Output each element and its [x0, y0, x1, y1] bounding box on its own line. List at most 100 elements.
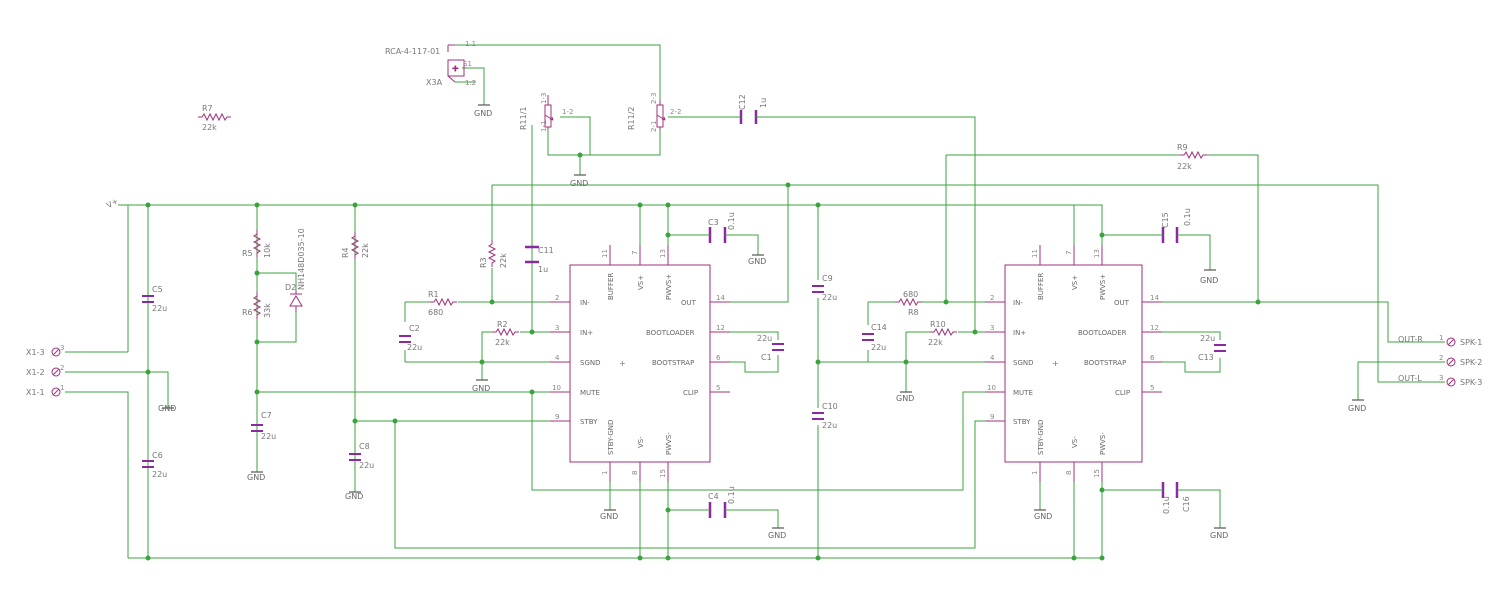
spk-1-label: SPK-1	[1460, 338, 1482, 347]
r3-name: R3	[479, 257, 488, 268]
pin-label: BUFFER	[1037, 273, 1045, 300]
jack-pin: 1.2	[465, 79, 476, 87]
pin-label: MUTE	[1013, 389, 1033, 397]
resistor-r9	[1180, 150, 1207, 160]
pin-label: VS+	[1071, 275, 1079, 290]
pin-label: BOOTLOADER	[646, 329, 695, 337]
diode-d2	[289, 290, 303, 312]
c8-value: 22u	[359, 461, 374, 470]
r2-name: R2	[497, 320, 508, 329]
pin-label: CLIP	[1115, 389, 1130, 397]
c9-value: 22u	[822, 293, 837, 302]
pin-number: 8	[631, 471, 639, 475]
rca-jack-icon	[447, 44, 465, 83]
pot-pin: 2-1	[650, 121, 658, 132]
c3-name: C3	[708, 218, 719, 227]
resistor-r6	[252, 292, 262, 319]
r8-value: 680	[903, 290, 918, 299]
pin-label: BOOTSTRAP	[652, 359, 694, 367]
pin-label: PWVS-	[1099, 432, 1107, 455]
c7-name: C7	[261, 411, 272, 420]
c5-name: C5	[152, 285, 163, 294]
spk-2-pad	[1446, 357, 1456, 367]
pin-label: MUTE	[580, 389, 600, 397]
gnd-label: GND	[1348, 404, 1366, 413]
pin-number: 3	[990, 324, 994, 332]
x1-pin: 3	[60, 344, 64, 352]
c12-value: 1u	[759, 98, 768, 108]
c4-value: 0.1u	[727, 486, 736, 504]
gnd-label: GND	[345, 492, 363, 501]
pin-label: PWVS-	[665, 432, 673, 455]
cap-c9	[812, 285, 824, 293]
svg-text:+: +	[619, 359, 626, 368]
cap-c16	[1161, 482, 1179, 498]
r4-value: 22k	[361, 243, 370, 258]
junctions	[145, 152, 1261, 561]
vplus-label: V+	[105, 196, 120, 210]
gnd-label: GND	[158, 404, 176, 413]
pin-label: STBY-GND	[1037, 420, 1045, 455]
r6-name: R6	[242, 308, 253, 317]
pin-number: 7	[1065, 251, 1073, 255]
r2-value: 22k	[495, 338, 510, 347]
cap-c15	[1161, 227, 1179, 243]
pin-label: BOOTLOADER	[1078, 329, 1127, 337]
pin-label: VS-	[1071, 436, 1079, 448]
spk-1-pad	[1446, 337, 1456, 347]
c14-name: C14	[871, 323, 887, 332]
gnd-label: GND	[600, 512, 618, 521]
pin-number: 6	[716, 354, 721, 362]
gnd-label: GND	[472, 384, 490, 393]
c5-value: 22u	[152, 304, 167, 313]
c8-name: C8	[359, 442, 370, 451]
r10-value: 22k	[928, 338, 943, 347]
pin-label: BOOTSTRAP	[1084, 359, 1126, 367]
c13-value: 22u	[1200, 334, 1215, 343]
c15-value: 0.1u	[1183, 208, 1192, 226]
jack-name: RCA-4-117-01	[385, 47, 440, 56]
resistors	[198, 95, 1207, 337]
r9-value: 22k	[1177, 162, 1192, 171]
pin-number: 4	[555, 354, 560, 362]
pin-label: BUFFER	[607, 273, 615, 300]
r5-value: 10k	[263, 243, 272, 258]
pin-label: CLIP	[683, 389, 698, 397]
pin-number: 9	[555, 413, 559, 421]
c13-name: C13	[1198, 353, 1214, 362]
pin-label: IN+	[1013, 329, 1026, 337]
resistor-r4	[350, 232, 360, 259]
c7-value: 22u	[261, 432, 276, 441]
pin-number: 9	[990, 413, 994, 421]
resistor-r10	[930, 327, 957, 337]
r11-1-name: R11/1	[519, 106, 528, 130]
cap-c11	[525, 245, 539, 264]
resistor-r8	[895, 297, 922, 307]
c15-name: C15	[1161, 212, 1170, 228]
pin-number: 2	[990, 294, 994, 302]
cap-c7	[251, 424, 263, 432]
pin-number: 14	[716, 294, 725, 302]
connectors: +	[51, 44, 1456, 397]
pin-number: 8	[1065, 471, 1073, 475]
c14-value: 22u	[871, 343, 886, 352]
pin-label: PWVS+	[1099, 274, 1107, 300]
r6-value: 33k	[263, 303, 272, 318]
c10-name: C10	[822, 402, 838, 411]
c6-value: 22u	[152, 470, 167, 479]
pin-label: VS+	[637, 275, 645, 290]
x1-pin: 1	[60, 384, 64, 392]
gnd-label: GND	[474, 109, 492, 118]
cap-c14	[862, 333, 874, 341]
pin-label: IN-	[1013, 299, 1023, 307]
c11-name: C11	[538, 246, 554, 255]
x1-3-label: X1-3	[26, 348, 45, 357]
r4-name: R4	[341, 247, 350, 258]
resistor-r1	[430, 297, 457, 307]
c16-name: C16	[1182, 496, 1191, 512]
pin-number: 12	[1150, 324, 1159, 332]
jack-pin: 1.1	[465, 40, 476, 48]
out-l-label: OUT-L	[1398, 374, 1422, 383]
pin-label: VS-	[637, 436, 645, 448]
gnd-label: GND	[1210, 531, 1228, 540]
